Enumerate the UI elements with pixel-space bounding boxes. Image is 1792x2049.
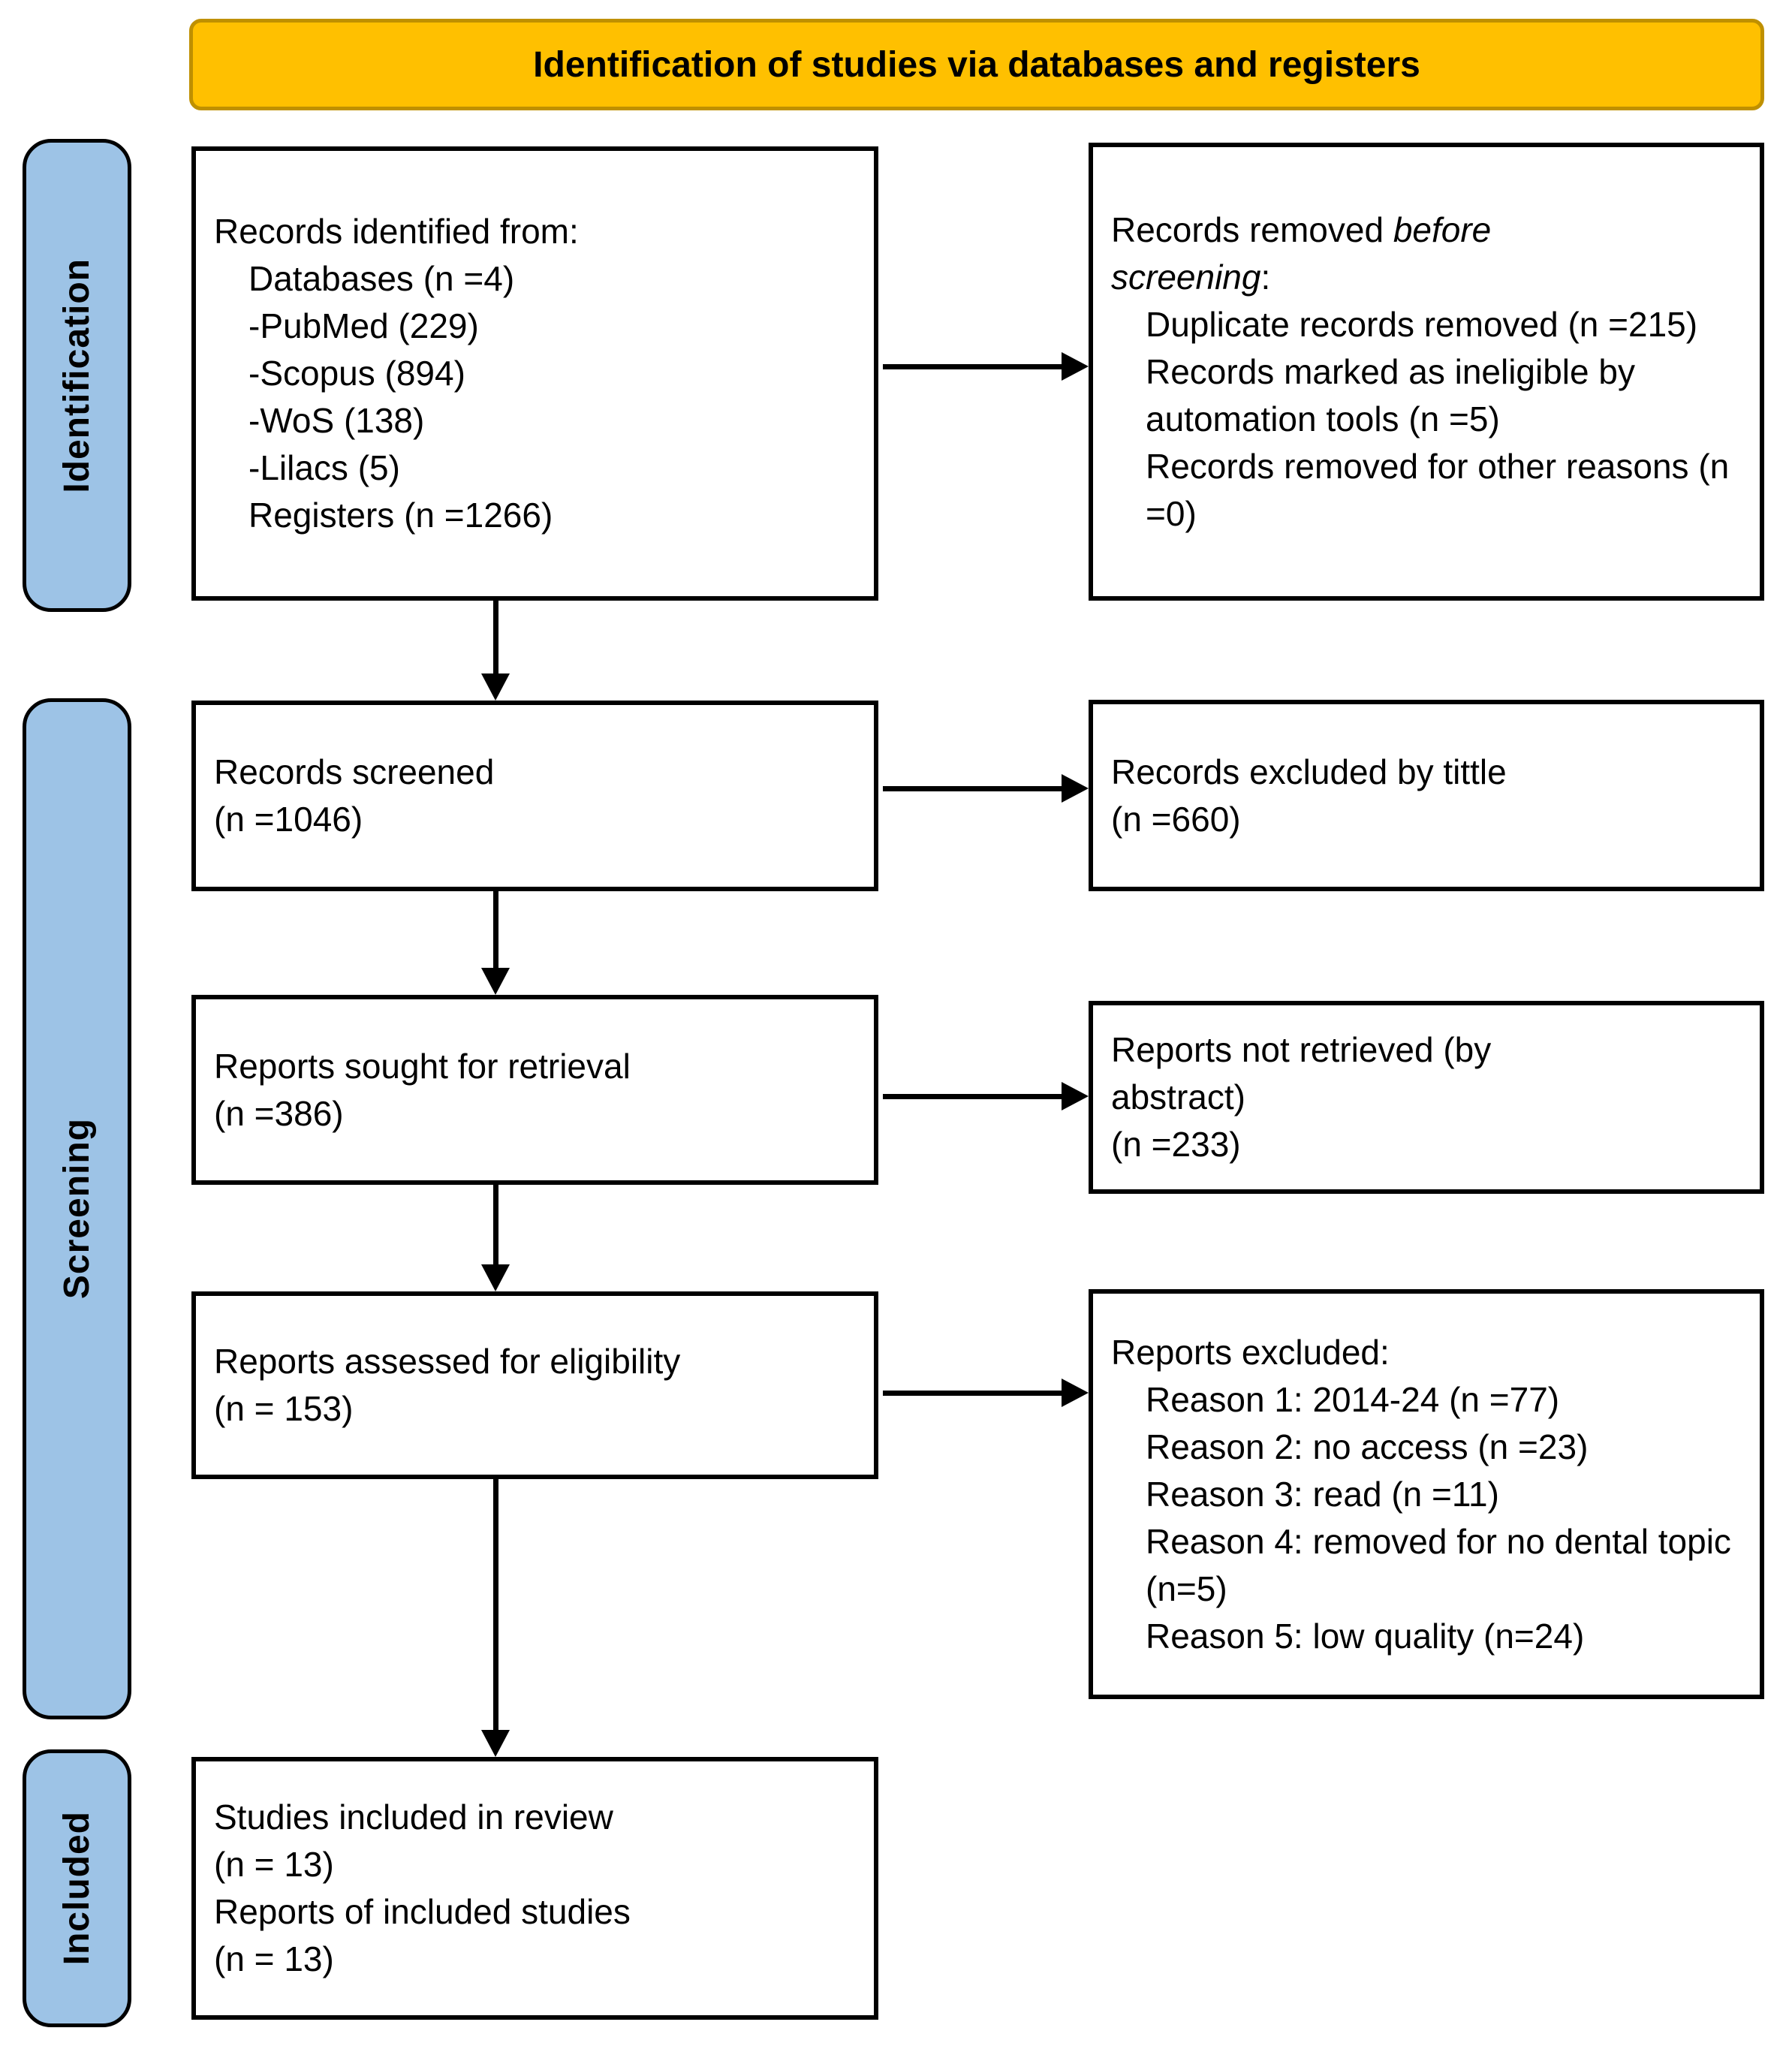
reports-not-retrieved-box: Reports not retrieved (by abstract) (n =… (1089, 1001, 1764, 1194)
reports-sought-line: Reports sought for retrieval (214, 1046, 631, 1086)
arrow-identified-to-screened-shaft (493, 601, 498, 679)
arrow-identified-to-screened-head (481, 673, 510, 701)
reports-not-retrieved-count: (n =233) (1111, 1125, 1241, 1164)
arrow-assessed-to-included-head (481, 1730, 510, 1757)
records-removed-title: Records removed before screening: (1111, 206, 1592, 301)
sidebar-included-label: Included (57, 1811, 97, 1966)
studies-included-count: (n = 13) (214, 1845, 334, 1884)
reports-not-retrieved-line: Reports not retrieved (by (1111, 1030, 1492, 1069)
arrow-sought-to-assessed-head (481, 1264, 510, 1291)
records-removed-title-colon: : (1260, 257, 1271, 297)
records-removed-box: Records removed before screening: Duplic… (1089, 143, 1764, 601)
studies-included-box: Studies included in review (n = 13) Repo… (191, 1757, 878, 2020)
sidebar-screening-label: Screening (57, 1118, 97, 1300)
arrow-identified-to-removed-head (1062, 352, 1089, 381)
sidebar-included: Included (23, 1749, 131, 2027)
records-screened-line: Records screened (214, 752, 495, 791)
records-identified-item: -Lilacs (5) (248, 448, 400, 487)
arrow-assessed-to-excluded-shaft (883, 1391, 1066, 1396)
records-removed-item: Records removed for other reasons (n =0) (1146, 446, 1730, 533)
reports-excluded-reason: Reason 1: 2014-24 (n =77) (1146, 1379, 1560, 1419)
records-removed-title-italic: before screening (1111, 209, 1492, 297)
arrow-sought-to-assessed-shaft (493, 1185, 498, 1269)
reports-excluded-reason: Reason 3: read (n =11) (1146, 1474, 1499, 1514)
reports-sought-count: (n =386) (214, 1093, 344, 1133)
records-identified-item: -PubMed (229) (248, 306, 479, 345)
reports-sought-box: Reports sought for retrieval (n =386) (191, 995, 878, 1185)
records-excluded-line: Records excluded by tittle (1111, 752, 1507, 791)
records-identified-title: Records identified from: (214, 212, 579, 251)
arrow-screened-to-sought-head (481, 968, 510, 995)
reports-excluded-box: Reports excluded: Reason 1: 2014-24 (n =… (1089, 1289, 1764, 1699)
arrow-screened-to-sought-shaft (493, 891, 498, 972)
sidebar-identification-label: Identification (57, 258, 97, 493)
arrow-sought-to-notretrieved-shaft (883, 1094, 1066, 1099)
records-removed-item: Duplicate records removed (n =215) (1146, 304, 1698, 344)
records-screened-count: (n =1046) (214, 800, 363, 839)
studies-included-line: Studies included in review (214, 1797, 613, 1837)
records-screened-box: Records screened (n =1046) (191, 701, 878, 891)
records-excluded-count: (n =660) (1111, 799, 1241, 839)
arrow-screened-to-excluded-head (1062, 774, 1089, 803)
sidebar-identification: Identification (23, 139, 131, 612)
reports-assessed-count: (n = 153) (214, 1389, 354, 1428)
records-excluded-by-title-box: Records excluded by tittle (n =660) (1089, 700, 1764, 891)
reports-not-retrieved-line: abstract) (1111, 1077, 1245, 1116)
arrow-identified-to-removed-shaft (883, 364, 1066, 369)
reports-excluded-reason: Reason 4: removed for no dental topic (n… (1146, 1521, 1731, 1608)
records-identified-item: -WoS (138) (248, 401, 425, 440)
records-removed-title-prefix: Records removed (1111, 209, 1393, 249)
records-removed-item: Records marked as ineligible by automati… (1146, 351, 1635, 438)
arrow-assessed-to-included-shaft (493, 1479, 498, 1734)
reports-assessed-box: Reports assessed for eligibility (n = 15… (191, 1291, 878, 1479)
reports-excluded-reason: Reason 5: low quality (n=24) (1146, 1616, 1585, 1656)
reports-excluded-title: Reports excluded: (1111, 1332, 1390, 1372)
reports-assessed-line: Reports assessed for eligibility (214, 1342, 681, 1381)
arrow-assessed-to-excluded-head (1062, 1379, 1089, 1407)
reports-excluded-reason: Reason 2: no access (n =23) (1146, 1427, 1589, 1466)
records-identified-item: Registers (n =1266) (248, 496, 553, 535)
records-identified-box: Records identified from: Databases (n =4… (191, 146, 878, 601)
arrow-screened-to-excluded-shaft (883, 786, 1066, 791)
banner-title: Identification of studies via databases … (189, 19, 1764, 110)
records-identified-item: -Scopus (894) (248, 354, 465, 393)
arrow-sought-to-notretrieved-head (1062, 1082, 1089, 1110)
studies-included-line: Reports of included studies (214, 1892, 631, 1931)
studies-included-count: (n = 13) (214, 1939, 334, 1978)
records-identified-item: Databases (n =4) (248, 259, 515, 298)
sidebar-screening: Screening (23, 698, 131, 1719)
